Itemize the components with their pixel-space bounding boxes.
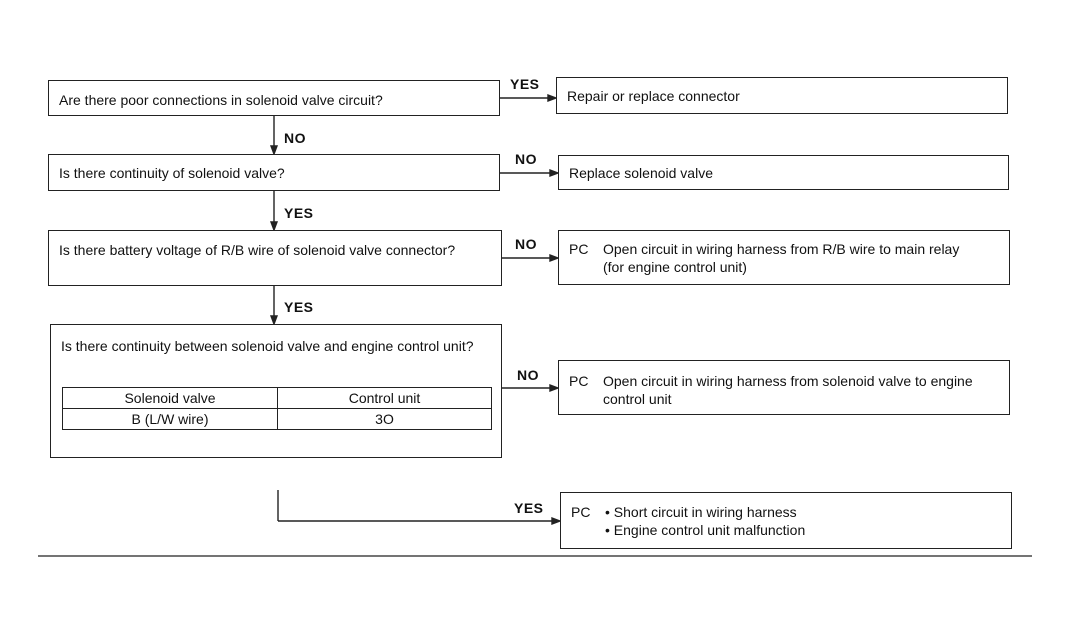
action-box-5: PC • Short circuit in wiring harness • E…	[560, 492, 1012, 549]
table-header-solenoid: Solenoid valve	[62, 387, 278, 409]
question-text-1: Are there poor connections in solenoid v…	[59, 92, 383, 108]
branch-label-yes-3: YES	[284, 299, 314, 315]
action-text-2: Replace solenoid valve	[569, 164, 713, 181]
list-item: • Short circuit in wiring harness	[605, 504, 797, 520]
branch-label-no-2: NO	[515, 151, 537, 167]
branch-label-yes-1: YES	[510, 76, 540, 92]
table-cell-wire: B (L/W wire)	[62, 408, 278, 430]
branch-label-no-1: NO	[284, 130, 306, 146]
question-box-3: Is there battery voltage of R/B wire of …	[48, 230, 502, 286]
continuity-table: Solenoid valve Control unit B (L/W wire)…	[62, 387, 492, 430]
question-box-1: Are there poor connections in solenoid v…	[48, 80, 500, 116]
pc-tag-4: PC	[569, 373, 589, 389]
question-box-2: Is there continuity of solenoid valve?	[48, 154, 500, 191]
action-box-2: Replace solenoid valve	[558, 155, 1009, 190]
branch-label-yes-4: YES	[514, 500, 544, 516]
question-text-4: Is there continuity between solenoid val…	[61, 338, 474, 354]
branch-label-yes-2: YES	[284, 205, 314, 221]
list-item: • Engine control unit malfunction	[605, 522, 806, 538]
question-text-3: Is there battery voltage of R/B wire of …	[59, 242, 456, 258]
action-text-3: Open circuit in wiring harness from R/B …	[603, 241, 960, 275]
action-list-5: • Short circuit in wiring harness • Engi…	[605, 503, 805, 548]
table-header-control-unit: Control unit	[277, 387, 492, 409]
pc-tag-3: PC	[569, 241, 589, 257]
pc-tag-5: PC	[571, 504, 591, 520]
branch-label-no-4: NO	[517, 367, 539, 383]
branch-label-no-3: NO	[515, 236, 537, 252]
action-box-1: Repair or replace connector	[556, 77, 1008, 114]
action-box-4: PC Open circuit in wiring harness from s…	[558, 360, 1010, 415]
table-cell-terminal: 3O	[277, 408, 492, 430]
question-text-2: Is there continuity of solenoid valve?	[59, 164, 285, 181]
action-text-4: Open circuit in wiring harness from sole…	[603, 373, 973, 407]
action-box-3: PC Open circuit in wiring harness from R…	[558, 230, 1010, 285]
action-text-1: Repair or replace connector	[567, 87, 740, 104]
